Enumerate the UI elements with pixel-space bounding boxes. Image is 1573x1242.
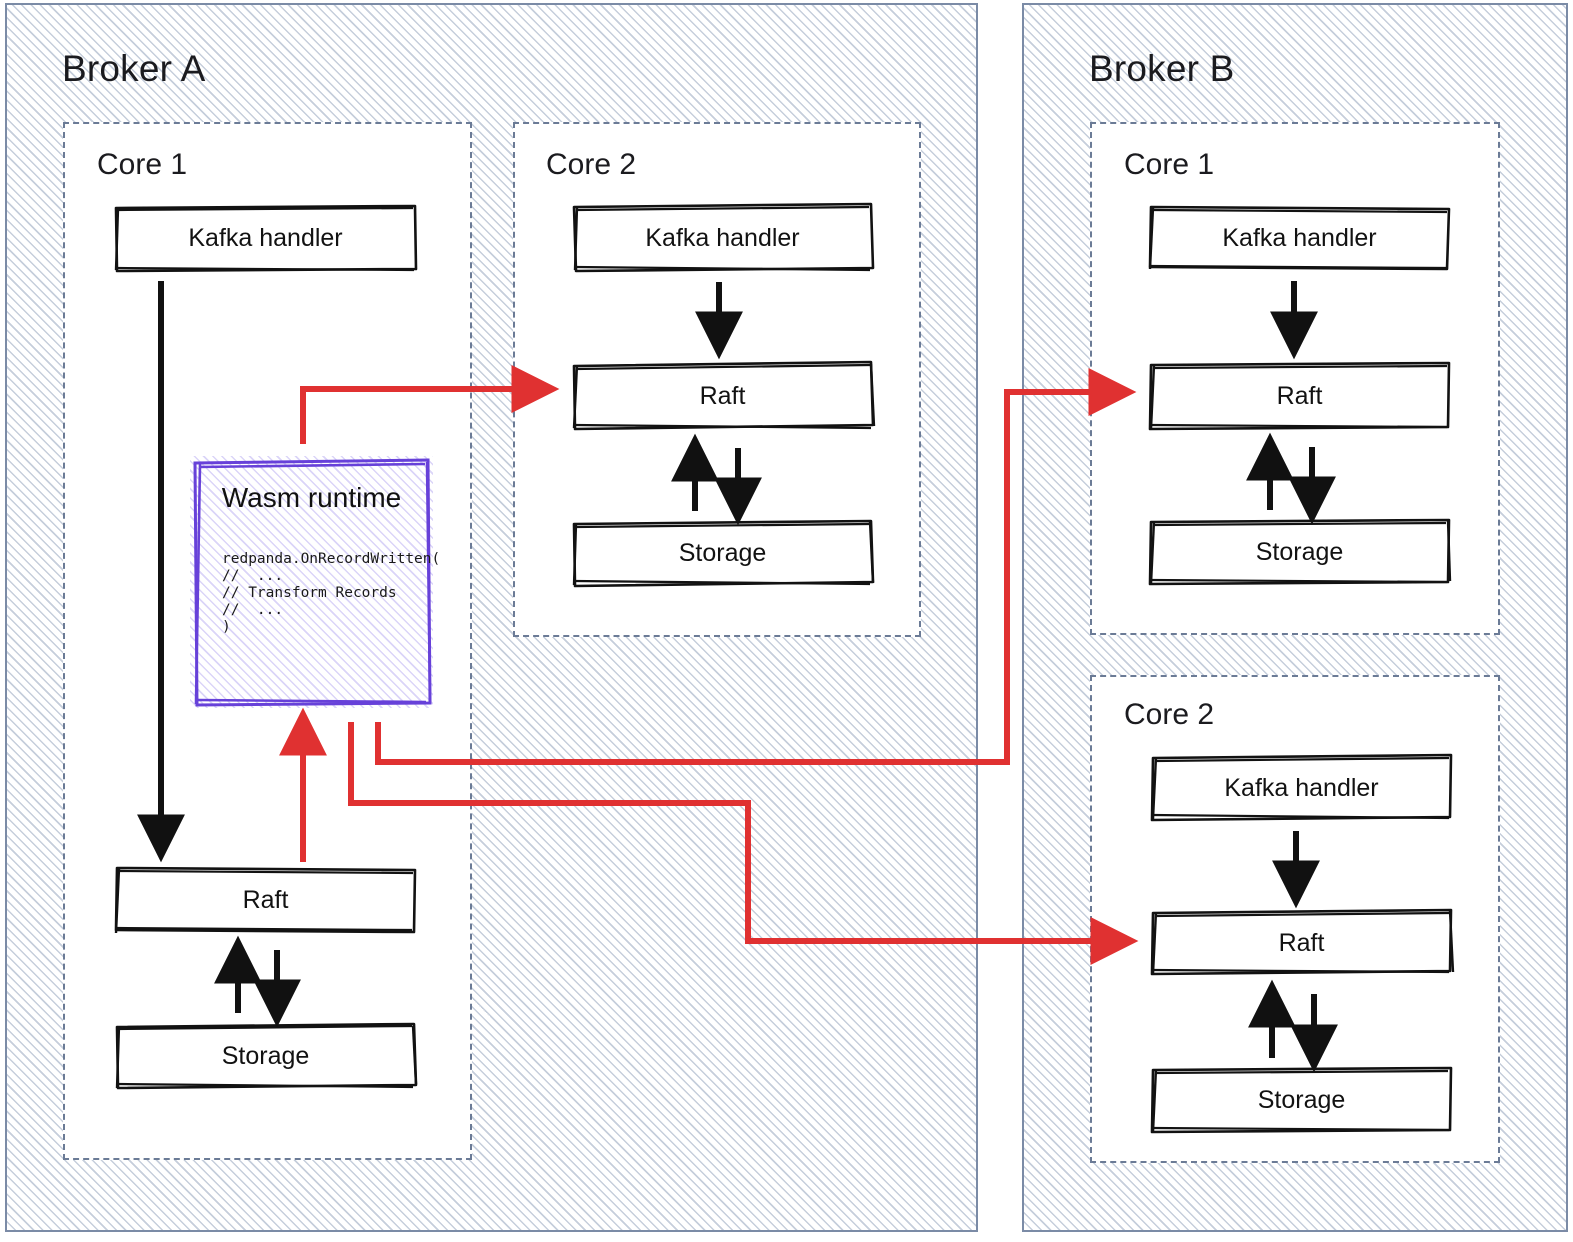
broker-a-core-2-title: Core 2 [546, 148, 637, 181]
broker-a-title: Broker A [62, 48, 206, 89]
arrow-wasm-to-b2-raft [348, 722, 1139, 965]
sketch-rect [115, 1022, 418, 1090]
sketch-rect [572, 519, 875, 588]
sketch-rect [1150, 1066, 1453, 1134]
wasm-runtime-code: redpanda.OnRecordWritten( // ... // Tran… [222, 551, 441, 635]
sketch-rect [193, 458, 432, 707]
broker-b-core-2-title: Core 2 [1124, 698, 1215, 731]
sketch-rect [1150, 908, 1455, 976]
broker-b-core-1-title: Core 1 [1124, 148, 1215, 181]
wasm-runtime-box[interactable]: Wasm runtime redpanda.OnRecordWritten( /… [190, 456, 440, 708]
broker-a-core-2-raft[interactable]: Raft [570, 360, 876, 432]
sketch-rect [1148, 205, 1451, 271]
broker-b-title: Broker B [1089, 48, 1235, 89]
sketch-rect [114, 866, 417, 934]
wasm-runtime-title: Wasm runtime [221, 482, 402, 513]
sketch-rect [572, 360, 876, 431]
arrow-wasm-to-b1-raft [375, 368, 1137, 765]
sketch-rect [572, 202, 875, 273]
sketch-rect [114, 204, 418, 273]
sketch-rect [1148, 361, 1451, 431]
broker-a-core-1-title: Core 1 [97, 148, 188, 181]
arrow-wasm-to-a2-raft [300, 365, 560, 444]
sketch-rect [1148, 518, 1452, 586]
broker-a-core-1-raft[interactable]: Raft [113, 864, 418, 936]
sketch-rect [1150, 753, 1453, 822]
